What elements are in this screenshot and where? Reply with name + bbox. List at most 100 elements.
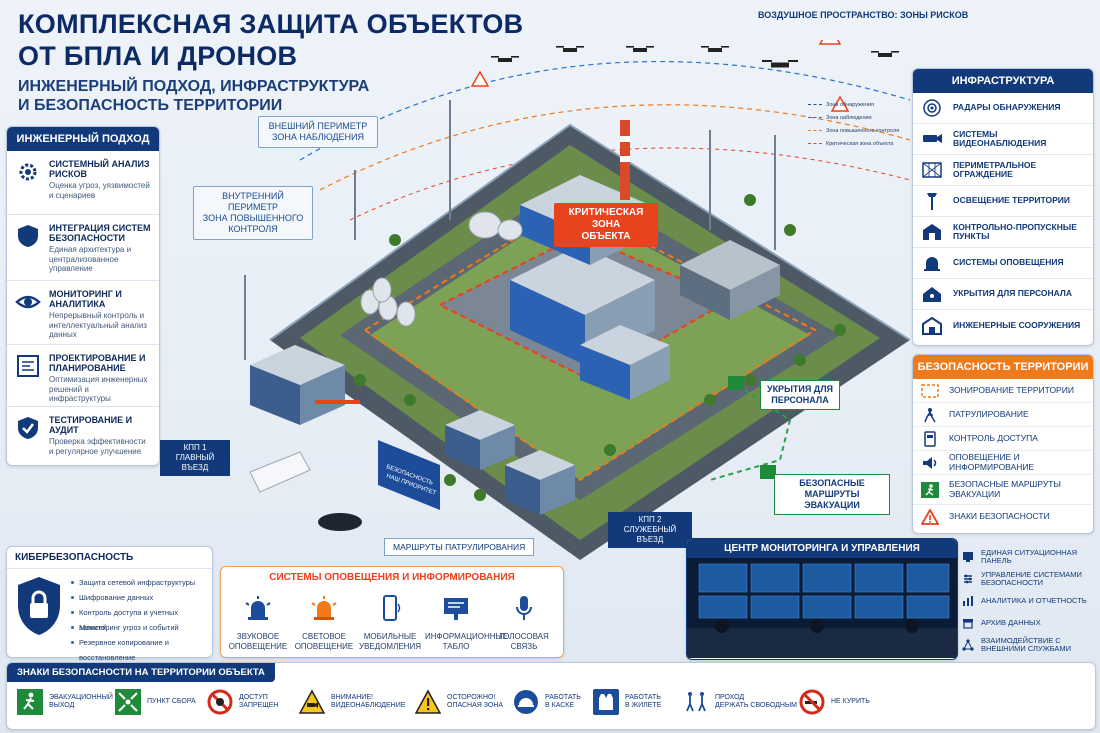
- zone-legend-item: Зона наблюдения: [808, 111, 908, 124]
- monitoring-item-label: АНАЛИТИКА И ОТЧЕТНОСТЬ: [981, 595, 1087, 605]
- monitoring-item: УПРАВЛЕНИЕ СИСТЕМАМИ БЕЗОПАСНОСТИ: [962, 568, 1094, 590]
- sign-item-no-smoking: НЕ КУРИТЬ: [799, 685, 870, 719]
- territory-item-label: ОПОВЕЩЕНИЕ И ИНФОРМИРОВАНИЕ: [949, 452, 1035, 472]
- territory-item-label: ПАТРУЛИРОВАНИЕ: [949, 408, 1029, 419]
- sign-line1: ОСТОРОЖНО!: [447, 693, 496, 701]
- notify-panel-title: СИСТЕМЫ ОПОВЕЩЕНИЯ И ИНФОРМИРОВАНИЯ: [269, 572, 515, 583]
- kpp2-line2: СЛУЖЕБНЫЙ ВЪЕЗД: [623, 525, 677, 544]
- sign-line1: РАБОТАТЬ: [625, 693, 661, 701]
- sign-item-assembly: ПУНКТ СБОРА: [115, 685, 196, 719]
- checkpoint-2-building: [505, 450, 575, 515]
- sign-line2: ВЫХОД: [49, 702, 75, 709]
- lock-shield-icon: [18, 577, 60, 635]
- territory-panel-title: БЕЗОПАСНОСТЬ ТЕРРИТОРИИ: [913, 355, 1093, 379]
- eng-item-desc: Оценка угроз, уязвимостей и сценариев: [49, 181, 150, 200]
- infra-item-structures: ИНЖЕНЕРНЫЕ СООРУЖЕНИЯ: [913, 310, 1093, 341]
- cyber-panel-title: КИБЕРБЕЗОПАСНОСТЬ: [7, 547, 212, 569]
- kpp2-label: КПП 2 СЛУЖЕБНЫЙ ВЪЕЗД: [608, 512, 692, 548]
- cyber-list: Защита сетевой инфраструктуры Шифрование…: [71, 575, 204, 662]
- evac-exit-icon: [17, 689, 43, 715]
- truck: [249, 451, 311, 493]
- critical-zone-line1: КРИТИЧЕСКАЯ ЗОНА: [568, 207, 644, 230]
- cyber-item: Шифрование данных: [71, 590, 204, 605]
- page-subtitle-line2: И БЕЗОПАСНОСТЬ ТЕРРИТОРИИ: [18, 97, 283, 114]
- warning-icon: [921, 509, 939, 525]
- board-icon: [444, 598, 468, 620]
- monitoring-item: ЕДИНАЯ СИТУАЦИОННАЯ ПАНЕЛЬ: [962, 546, 1094, 568]
- eng-item-desc: Проверка эффективности и регулярное улуч…: [49, 437, 146, 456]
- cyber-item: Контроль доступа и учетных записей: [71, 605, 204, 632]
- safety-signs-panel: ЗНАКИ БЕЗОПАСНОСТИ НА ТЕРРИТОРИИ ОБЪЕКТА…: [6, 662, 1096, 730]
- infra-item-cameras: СИСТЕМЫ ВИДЕОНАБЛЮДЕНИЯ: [913, 124, 1093, 155]
- eng-item-title: ИНТЕГРАЦИЯ СИСТЕМ БЕЗОПАСНОСТИ: [49, 223, 151, 243]
- shield-check-icon: [18, 417, 38, 439]
- infra-item-alerts: СИСТЕМЫ ОПОВЕЩЕНИЯ: [913, 248, 1093, 279]
- siren-icon: [924, 257, 940, 271]
- legend-label: Зона обнаружения: [826, 101, 874, 108]
- shield-icon: [18, 225, 38, 247]
- kpp1-line1: КПП 1: [183, 443, 207, 452]
- engineering-panel: ИНЖЕНЕРНЫЙ ПОДХОД СИСТЕМНЫЙ АНАЛИЗ РИСКО…: [6, 126, 160, 466]
- patrol-icon: [924, 407, 936, 422]
- legend-label: Зона повышенного контроля: [826, 127, 900, 134]
- territory-panel: БЕЗОПАСНОСТЬ ТЕРРИТОРИИ ЗОНИРОВАНИЕ ТЕРР…: [912, 354, 1094, 534]
- notify-item-line1: ЗВУКОВОЕ: [236, 632, 280, 641]
- notify-item-line2: ОПОВЕЩЕНИЕ: [228, 641, 288, 651]
- sliders-icon: [964, 574, 972, 584]
- monitoring-item-label: ВЗАИМОДЕЙСТВИЕ С ВНЕШНИМИ СЛУЖБАМИ: [981, 635, 1071, 653]
- sign-line2: ВИДЕОНАБЛЮДЕНИЕ: [331, 702, 406, 709]
- page-title-line2: ОТ БПЛА И ДРОНОВ: [18, 41, 298, 71]
- infra-item-label: СИСТЕМЫ ОПОВЕЩЕНИЯ: [953, 257, 1064, 268]
- territory-item-access: КОНТРОЛЬ ДОСТУПА: [913, 427, 1093, 451]
- critical-zone-label: КРИТИЧЕСКАЯ ЗОНА ОБЪЕКТА: [554, 203, 658, 247]
- shelter-line1: УКРЫТИЯ ДЛЯ: [766, 384, 834, 394]
- warning-triangle-icon: [470, 40, 850, 112]
- legend-line-control: [808, 130, 822, 131]
- beacon-icon: [311, 596, 337, 620]
- cctv-warning-icon: [299, 689, 325, 714]
- territory-item-label: ЗОНИРОВАНИЕ ТЕРРИТОРИИ: [949, 384, 1074, 395]
- critical-zone-line2: ОБЪЕКТА: [581, 231, 631, 242]
- eng-item-desc: Непрерывный контроль и интеллектуальный …: [49, 311, 147, 339]
- eng-item-title: ПРОЕКТИРОВАНИЕ И ПЛАНИРОВАНИЕ: [49, 353, 146, 373]
- sign-line2: ОПАСНАЯ ЗОНА: [447, 702, 504, 709]
- eng-item-title: МОНИТОРИНГ И АНАЛИТИКА: [49, 289, 122, 309]
- sign-line1: ВНИМАНИЕ!: [331, 693, 373, 701]
- cyber-panel: КИБЕРБЕЗОПАСНОСТЬ Защита сетевой инфраст…: [6, 546, 213, 662]
- sign-line1: ПРОХОД: [715, 693, 745, 701]
- notify-item-line2: СВЯЗЬ: [510, 641, 538, 651]
- territory-item-zoning: ЗОНИРОВАНИЕ ТЕРРИТОРИИ: [913, 379, 1093, 403]
- zoning-icon: [921, 383, 939, 398]
- phone-icon: [383, 595, 401, 621]
- shelter-line2: ПЕРСОНАЛА: [771, 395, 829, 405]
- infra-item-lighting: ОСВЕЩЕНИЕ ТЕРРИТОРИИ: [913, 186, 1093, 217]
- infra-item-checkpoints: КОНТРОЛЬНО-ПРОПУСКНЫЕ ПУНКТЫ: [913, 217, 1093, 248]
- patrol-routes-label: МАРШРУТЫ ПАТРУЛИРОВАНИЯ: [384, 538, 535, 556]
- monitoring-item-label: ЕДИНАЯ СИТУАЦИОННАЯ ПАНЕЛЬ: [981, 547, 1078, 565]
- monitoring-item: АНАЛИТИКА И ОТЧЕТНОСТЬ: [962, 590, 1094, 612]
- notify-item-line1: МОБИЛЬНЫЕ: [363, 632, 417, 641]
- sign-line1: НЕ КУРИТЬ: [831, 697, 870, 705]
- page-subtitle-line1: ИНЖЕНЕРНЫЙ ПОДХОД, ИНФРАСТРУКТУРА: [18, 78, 370, 95]
- airspace-label: ВОЗДУШНОЕ ПРОСТРАНСТВО: ЗОНЫ РИСКОВ: [758, 10, 969, 20]
- dashboard-icon: [963, 552, 973, 562]
- chart-icon: [963, 596, 973, 606]
- shelter-icon: [923, 287, 941, 302]
- territory-item-label: ЗНАКИ БЕЗОПАСНОСТИ: [949, 511, 1050, 522]
- radar-icon: [923, 99, 941, 117]
- access-icon: [924, 430, 936, 447]
- checkpoint-icon: [923, 224, 941, 240]
- monitoring-item: ВЗАИМОДЕЙСТВИЕ С ВНЕШНИМИ СЛУЖБАМИ: [962, 634, 1094, 656]
- infra-item-label: УКРЫТИЯ ДЛЯ ПЕРСОНАЛА: [953, 288, 1072, 299]
- network-icon: [962, 639, 974, 651]
- sign-line2: ДЕРЖАТЬ СВОБОДНЫМ: [715, 702, 797, 709]
- notify-panel: СИСТЕМЫ ОПОВЕЩЕНИЯ И ИНФОРМИРОВАНИЯ ЗВУК…: [220, 566, 564, 658]
- tree-icon: [354, 194, 846, 501]
